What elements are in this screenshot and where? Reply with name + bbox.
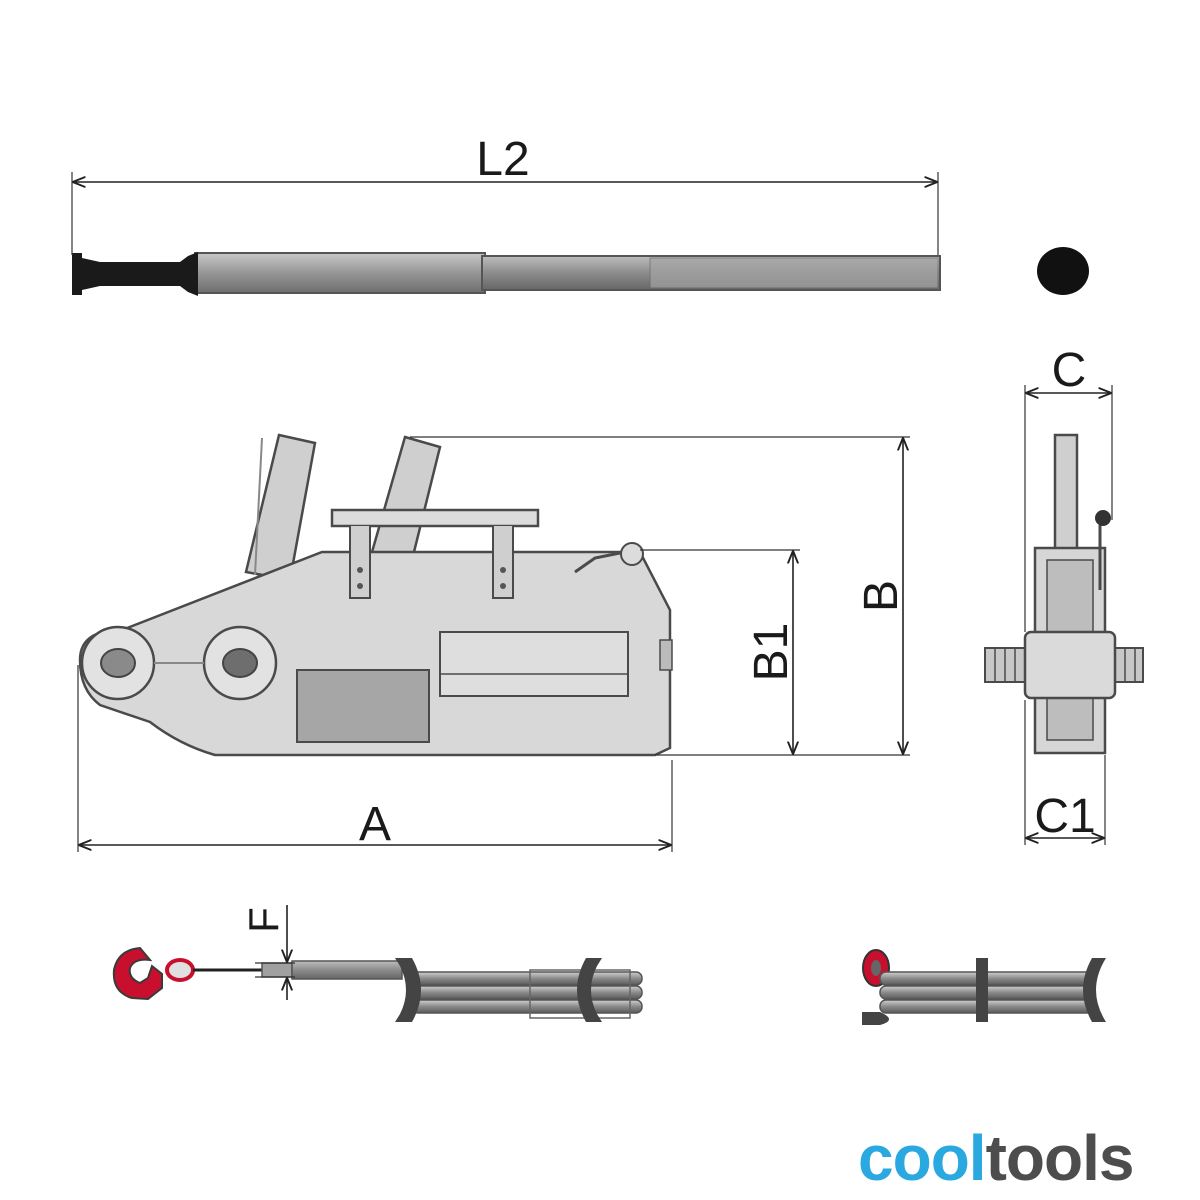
dimension-c: C (1024, 344, 1113, 632)
logo-part-tools: tools (985, 1122, 1135, 1194)
brand-logo: cooltools (858, 1118, 1135, 1198)
label-b: B (855, 580, 908, 612)
hook-icon (112, 946, 163, 1001)
telescopic-handle (72, 252, 941, 296)
dimension-l2: L2 (71, 133, 939, 255)
label-c1: C1 (1034, 790, 1095, 843)
wire-rope-with-hook (112, 946, 643, 1022)
label-a: A (359, 798, 391, 851)
label-b1: B1 (745, 623, 798, 682)
label-l2: L2 (476, 133, 529, 186)
dimension-b: B (410, 436, 910, 756)
hoist-body-side-view (78, 433, 673, 757)
label-c: C (1052, 344, 1087, 397)
dimension-a: A (77, 665, 673, 852)
handle-cross-section (1037, 247, 1089, 295)
logo-part-cool: cool (858, 1122, 987, 1194)
dimension-b1: B1 (640, 549, 800, 753)
rope-coil-end-view (862, 949, 1106, 1025)
dimension-f: F (240, 905, 295, 1000)
hoist-end-view (984, 433, 1144, 755)
handle-grip (72, 252, 198, 296)
label-f: F (240, 907, 287, 933)
dimension-c1: C1 (1024, 700, 1106, 845)
